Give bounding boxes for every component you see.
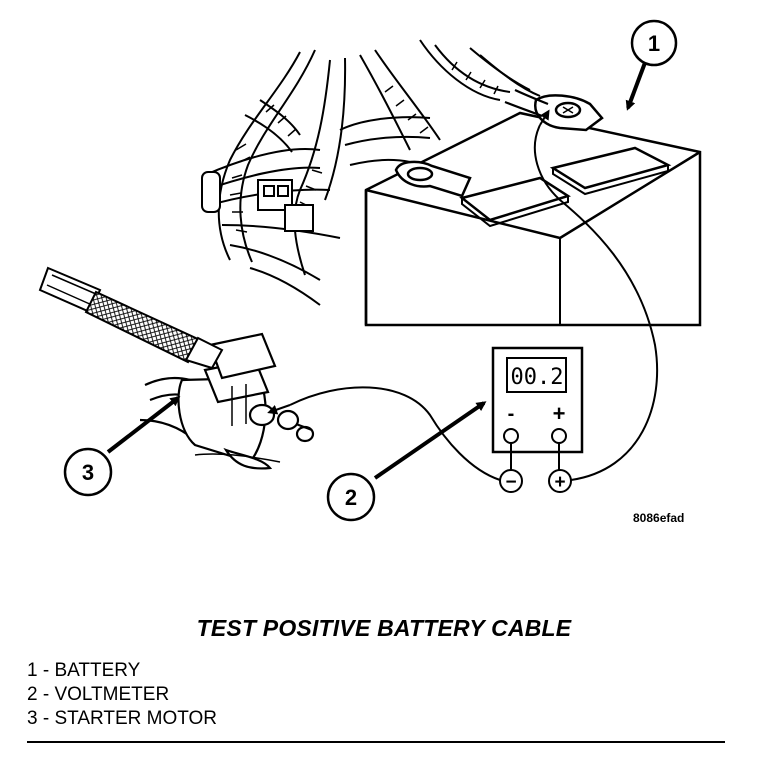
meter-reading: 00.2: [511, 365, 564, 390]
svg-text:3: 3: [82, 460, 94, 485]
harness-tape-rings: [229, 61, 499, 233]
lead-terminals: − +: [499, 469, 572, 493]
figure-title: TEST POSITIVE BATTERY CABLE: [196, 615, 572, 641]
diagram: 00.2 - + − + 1 2 3: [38, 19, 702, 522]
legend-item-voltmeter: 2 - VOLTMETER: [27, 684, 170, 705]
meter-display: [506, 357, 567, 393]
voltmeter: 00.2 - +: [491, 346, 584, 470]
harness-connectors: [201, 171, 314, 232]
legend-item-battery: 1 - BATTERY: [27, 660, 141, 681]
leader-3: [106, 396, 181, 454]
positive-battery-cable: [504, 89, 549, 118]
negative-test-lead: [289, 386, 501, 481]
meter-pos-jack: [551, 428, 567, 444]
test-probes: [267, 109, 550, 415]
meter-neg-label: -: [508, 403, 515, 425]
bottom-rule: [27, 741, 725, 743]
leader-2: [373, 401, 487, 480]
legend: 1 - BATTERY 2 - VOLTMETER 3 - STARTER MO…: [27, 659, 217, 731]
meter-pos-label: +: [553, 401, 566, 426]
starter-cable: [38, 266, 224, 370]
battery: [364, 94, 702, 327]
lead-neg-terminal: [499, 469, 523, 493]
svg-text:1: 1: [648, 31, 660, 56]
legend-item-starter-motor: 3 - STARTER MOTOR: [27, 708, 218, 729]
callout-3: 3: [63, 447, 113, 497]
svg-text:2: 2: [345, 485, 357, 510]
callout-leaders: [106, 59, 648, 480]
svg-text:+: +: [554, 472, 565, 493]
leader-1: [625, 59, 648, 111]
meter-neg-jack: [503, 428, 519, 444]
lead-pos-terminal: [548, 469, 572, 493]
figure-code: 8086efad: [633, 511, 685, 525]
callout-1: 1: [630, 19, 678, 67]
starter-motor: [139, 332, 315, 470]
test-leads: [289, 124, 659, 481]
svg-text:−: −: [505, 472, 516, 493]
positive-test-lead: [533, 124, 659, 481]
callout-2: 2: [326, 472, 376, 522]
